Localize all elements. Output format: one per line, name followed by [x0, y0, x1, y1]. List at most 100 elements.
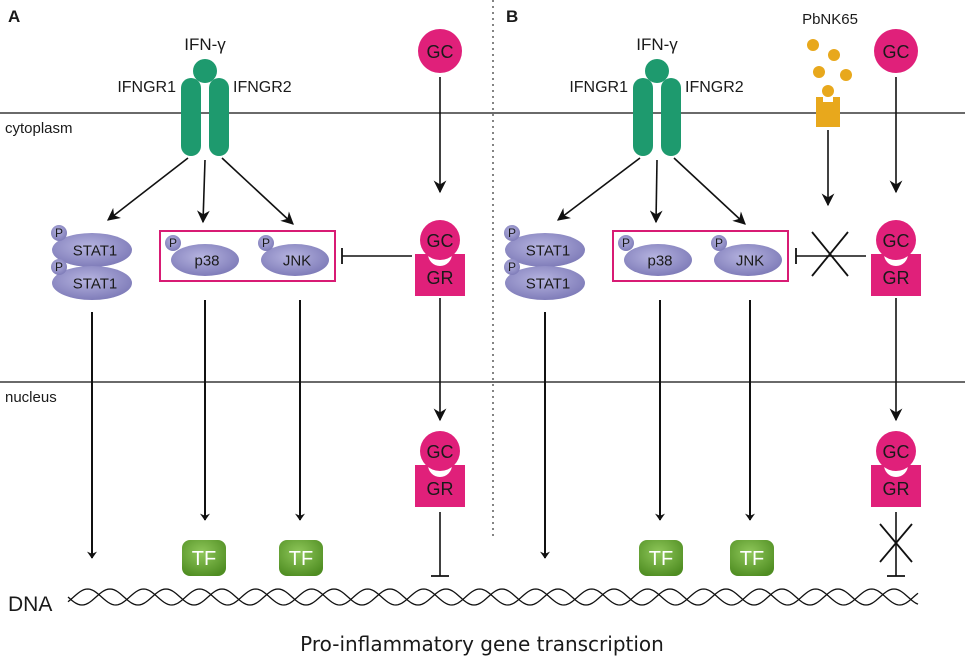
ifngr1-label: IFNGR1	[569, 79, 628, 96]
arrow-to-p38	[649, 159, 663, 224]
phospho-label: P	[55, 226, 63, 240]
phospho-label: P	[715, 236, 723, 250]
transcription-factor	[279, 540, 323, 576]
transcription-factor	[182, 540, 226, 576]
jnk-kinase	[261, 244, 329, 276]
ifngr2-receptor	[209, 78, 229, 156]
gc-molecule	[876, 431, 916, 471]
gc-label: GC	[427, 442, 454, 462]
arrow-to-jnk	[221, 157, 294, 225]
tf-label: TF	[192, 548, 216, 570]
mapk-box	[612, 230, 789, 282]
gc-molecule	[876, 220, 916, 260]
stat1-label: STAT1	[526, 276, 570, 293]
ifngr2-receptor	[661, 78, 681, 156]
pbnk65-label: PbNK65	[802, 11, 858, 28]
phospho-stat1-lower	[51, 259, 67, 275]
phospho-stat1-upper	[51, 225, 67, 241]
phospho-p38	[165, 235, 181, 251]
gr-label: GR	[427, 268, 454, 288]
stat1-label: STAT1	[73, 243, 117, 260]
jnk-kinase	[714, 244, 782, 276]
stat1-lower	[505, 266, 585, 300]
phospho-label: P	[262, 236, 270, 250]
phospho-p38	[618, 235, 634, 251]
nucleus-label: nucleus	[5, 389, 57, 406]
ifngr2-label: IFNGR2	[685, 79, 744, 96]
cytoplasm-label: cytoplasm	[5, 120, 73, 137]
phospho-jnk	[711, 235, 727, 251]
tf-label: TF	[289, 548, 313, 570]
transcription-factor	[730, 540, 774, 576]
jnk-label: JNK	[283, 253, 311, 270]
gr-receptor	[415, 254, 465, 296]
gc-molecule	[420, 220, 460, 260]
block-cross	[879, 523, 913, 563]
phospho-label: P	[622, 236, 630, 250]
p38-kinase	[171, 244, 239, 276]
phospho-label: P	[169, 236, 177, 250]
dna-strand	[67, 588, 919, 606]
ifn-gamma-ligand	[193, 59, 217, 83]
tf-label: TF	[649, 548, 673, 570]
pbnk65-receptor	[816, 97, 840, 127]
phospho-jnk	[258, 235, 274, 251]
arrow-to-jnk	[673, 157, 746, 225]
gc-label: GC	[883, 231, 910, 251]
stat1-upper	[505, 233, 585, 267]
pbnk65-particle	[813, 66, 825, 78]
ifn-gamma-label: IFN-γ	[636, 35, 678, 54]
jnk-label: JNK	[736, 253, 764, 270]
ifngr2-label: IFNGR2	[233, 79, 292, 96]
ifn-gamma-ligand	[645, 59, 669, 83]
stat1-upper	[52, 233, 132, 267]
dna-helix	[67, 588, 919, 606]
stat1-label: STAT1	[526, 243, 570, 260]
ifn-gamma-label: IFN-γ	[184, 35, 226, 54]
footer-caption: Pro-inflammatory gene transcription	[300, 632, 664, 656]
gr-receptor	[871, 254, 921, 296]
gc-molecule	[418, 29, 462, 73]
phospho-label: P	[508, 226, 516, 240]
p38-label: p38	[194, 253, 219, 270]
pbnk65-particle	[828, 49, 840, 61]
gr-receptor	[871, 465, 921, 507]
p38-label: p38	[647, 253, 672, 270]
dna-label: DNA	[8, 593, 52, 616]
pbnk65-particle	[822, 85, 834, 97]
panel-a-letter: A	[8, 7, 20, 26]
mapk-box	[159, 230, 336, 282]
gc-label: GC	[427, 42, 454, 62]
tf-label: TF	[740, 548, 764, 570]
arrow-to-stat1	[106, 157, 189, 221]
ifngr1-receptor	[633, 78, 653, 156]
gr-label: GR	[427, 479, 454, 499]
ifngr1-receptor	[181, 78, 201, 156]
gc-molecule	[874, 29, 918, 73]
gr-label: GR	[883, 479, 910, 499]
phospho-label: P	[508, 260, 516, 274]
arrow-to-p38	[196, 159, 210, 224]
pbnk65-particle	[840, 69, 852, 81]
gr-label: GR	[883, 268, 910, 288]
gc-label: GC	[427, 231, 454, 251]
stat1-lower	[52, 266, 132, 300]
ifngr1-label: IFNGR1	[117, 79, 176, 96]
phospho-stat1-upper	[504, 225, 520, 241]
phospho-label: P	[55, 260, 63, 274]
panel-b: IFN-γ IFNGR1 IFNGR2 P P STAT1 STAT1 P p3…	[504, 11, 921, 577]
gc-label: GC	[883, 42, 910, 62]
gc-label: GC	[883, 442, 910, 462]
arrow-to-stat1	[556, 157, 641, 221]
dna-strand	[67, 588, 919, 606]
transcription-factor	[639, 540, 683, 576]
stat1-label: STAT1	[73, 276, 117, 293]
phospho-stat1-lower	[504, 259, 520, 275]
gr-receptor	[415, 465, 465, 507]
block-cross	[811, 231, 849, 277]
panel-b-letter: B	[506, 7, 518, 26]
p38-kinase	[624, 244, 692, 276]
gc-molecule	[420, 431, 460, 471]
panel-a: IFN-γ IFNGR1 IFNGR2 P P STAT1 STAT1 P p3…	[51, 29, 465, 577]
